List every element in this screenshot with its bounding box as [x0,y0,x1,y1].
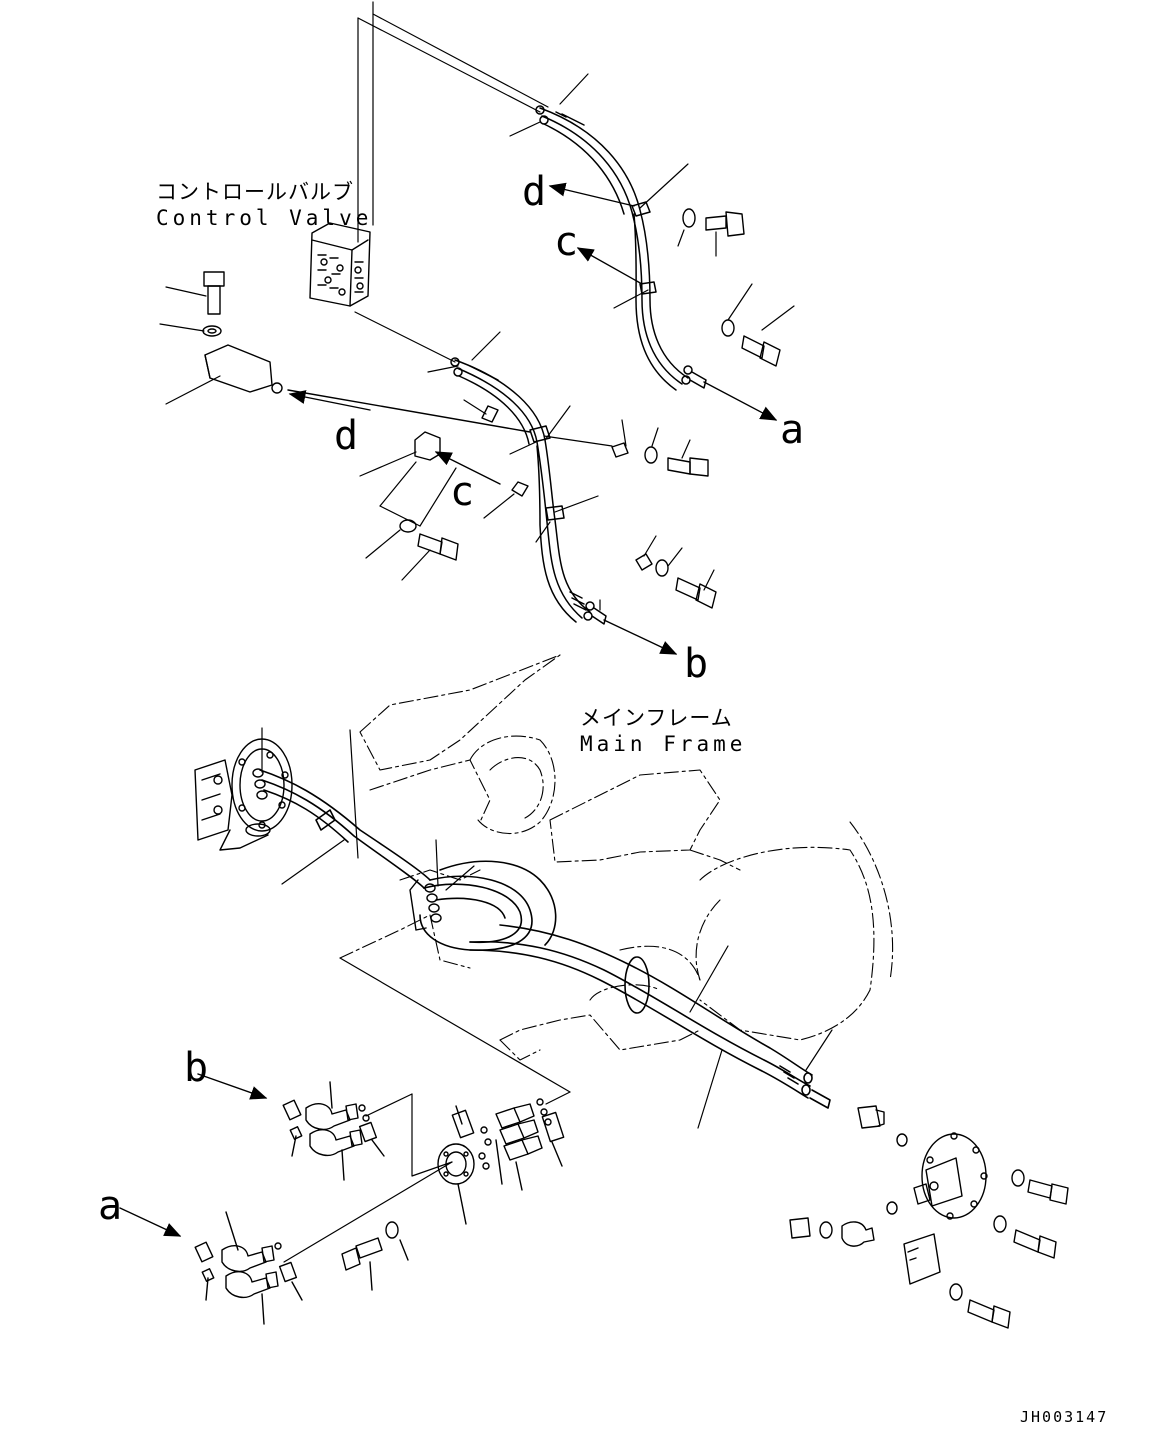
middle-hose-bundle [450,357,607,625]
main-frame-label-jp: メインフレーム [580,706,733,730]
marker-c-upper: c [554,219,579,265]
center-fittings [437,1098,565,1225]
main-frame-label-en: Main Frame [580,732,747,756]
control-valve-label-en: Control Valve [156,206,373,230]
brackets-clamps [204,344,653,571]
right-flange-assembly [789,1105,1069,1329]
marker-b-upper: b [684,641,709,687]
bolts-washers [202,208,781,609]
marker-d-lower: d [334,413,359,459]
reference-arrows-upper [287,182,778,655]
central-manifold [409,879,442,931]
control-valve [309,222,371,307]
lower-hose-bundle [259,769,831,1109]
marker-b-lower: b [184,1045,209,1091]
control-valve-label-jp: コントロールバルブ [156,180,354,204]
marker-c-lower: c [450,469,475,515]
fittings-a [119,1207,303,1325]
marker-d-upper: d [522,169,547,215]
fittings-b [197,1073,385,1181]
marker-a-upper: a [780,407,805,453]
guide-lines [354,1,601,611]
drawing-code: JH003147 [1020,1408,1109,1426]
leader-lines-upper [159,73,795,591]
marker-a-lower: a [98,1183,123,1229]
leader-lines-lower [261,727,833,1263]
center-bolt [341,1221,409,1291]
